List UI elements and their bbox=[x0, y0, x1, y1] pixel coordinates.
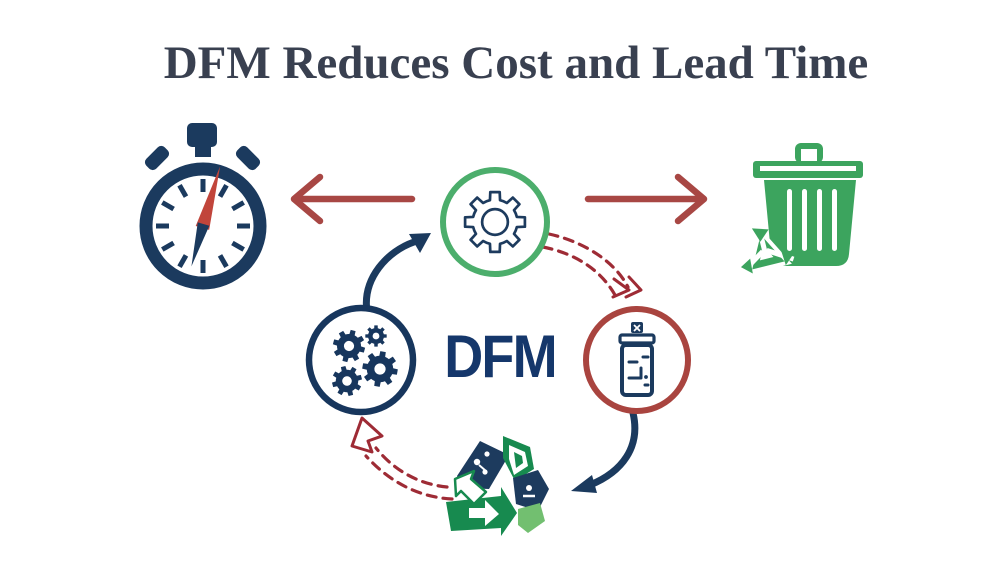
dashed-curve-recycle-to-gears bbox=[350, 416, 454, 501]
gear-icon bbox=[440, 167, 550, 277]
recycle-mark bbox=[740, 224, 795, 275]
page-title: DFM Reduces Cost and Lead Time bbox=[163, 37, 869, 89]
gears-icon bbox=[305, 304, 417, 416]
arrow-left-to-stopwatch bbox=[290, 173, 416, 225]
stopwatch-icon bbox=[139, 123, 267, 290]
arrow-right-to-trash bbox=[584, 173, 708, 225]
solid-curve-container-to-recycle bbox=[571, 409, 639, 493]
dashed-curve-gear-to-container bbox=[541, 232, 643, 299]
trash-recycle-icon bbox=[740, 143, 863, 275]
dfm-label: DFM bbox=[444, 323, 557, 390]
stopwatch-needle bbox=[191, 166, 221, 267]
solid-curve-gears-to-gear bbox=[362, 233, 431, 316]
waste-container-icon bbox=[583, 306, 691, 414]
recycle-arrows-icon bbox=[446, 436, 549, 536]
